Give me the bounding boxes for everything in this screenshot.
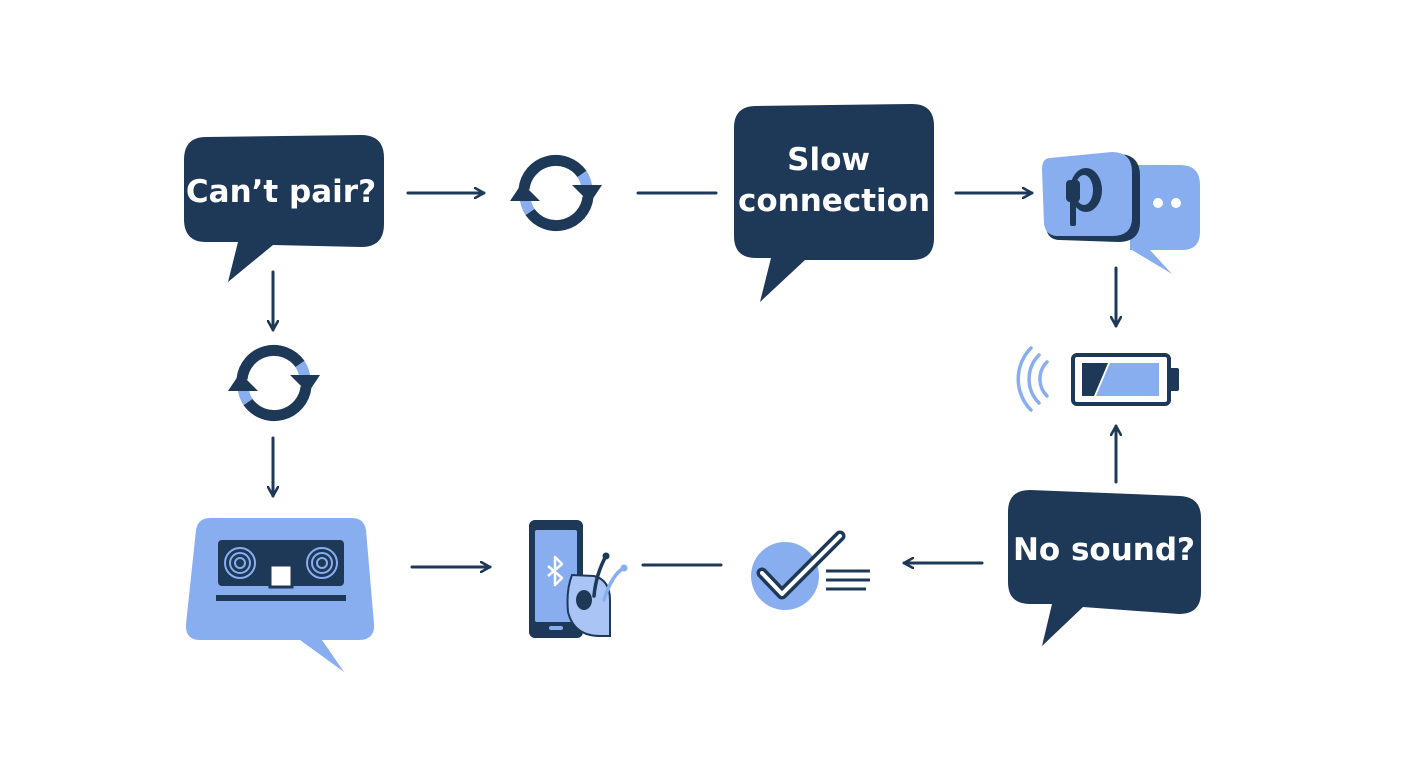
bubble-cant-pair-label: Can’t pair? — [186, 174, 376, 210]
connectors — [273, 193, 1116, 567]
battery-low-icon — [1071, 353, 1179, 406]
bubble-slow-connection-line2: connection — [738, 183, 930, 219]
bubble-slow-connection: Slow connection — [734, 104, 934, 302]
bubble-no-sound: No sound? — [1008, 490, 1201, 646]
bubble-slow-connection-line1: Slow — [787, 142, 870, 178]
sync-icon — [228, 344, 320, 422]
signal-waves-icon — [1016, 346, 1049, 412]
bubble-cant-pair: Can’t pair? — [184, 135, 384, 282]
phone-bluetooth-earbud-icon — [529, 520, 628, 638]
earbud-chat-icon — [1042, 152, 1200, 274]
bubble-no-sound-label: No sound? — [1013, 532, 1195, 568]
checkmark-circle-icon — [751, 530, 870, 610]
speaker-panel-chat-icon — [185, 518, 375, 672]
bubble-slow-connection-label: Slow connection — [738, 142, 930, 219]
sync-icon — [510, 154, 602, 232]
